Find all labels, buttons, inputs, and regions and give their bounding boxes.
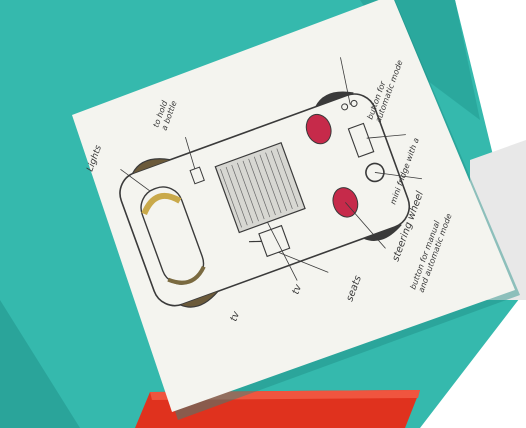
car-sketch-photo: Lights to holda bottle button forautomat… [0,0,526,428]
photo-scene: Lights to holda bottle button forautomat… [0,0,526,428]
